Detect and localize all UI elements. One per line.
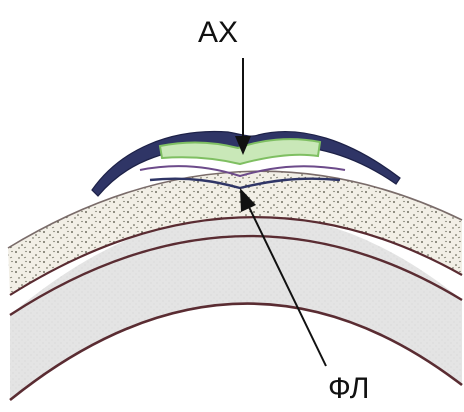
label-top: АХ — [198, 18, 238, 48]
arrow-top — [235, 58, 251, 155]
label-bottom: ФЛ — [328, 374, 370, 404]
